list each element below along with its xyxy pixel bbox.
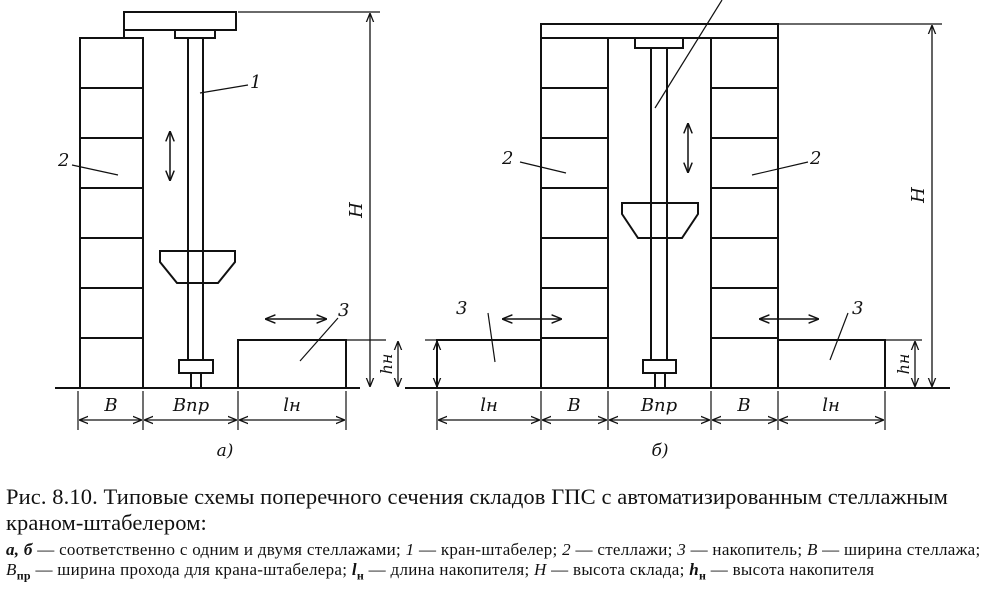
figure-caption: Рис. 8.10. Типовые схемы поперечного сеч… (6, 484, 998, 585)
dim-rack-width-a: B (103, 395, 117, 416)
legend-Bpr-sub: пр (16, 568, 31, 583)
label-store-a: 3 (338, 300, 349, 321)
warehouse-cross-section-diagram: 1 2 3 H B Bпр lн а) (55, 0, 950, 461)
legend-3-text: — накопитель; (686, 540, 807, 559)
legend-1-text: — кран-штабелер; (414, 540, 563, 559)
legend-hn-sub: н (698, 568, 707, 583)
legend-ab: а, б (6, 540, 33, 559)
caption-title: Рис. 8.10. Типовые схемы поперечного сеч… (6, 484, 948, 535)
dim-store-length-a: lн (283, 395, 301, 416)
top-beam-b (540, 23, 779, 39)
top-rail-a (123, 11, 237, 31)
crane-stacker-a (159, 29, 236, 389)
dim-aisle-width-b: Bпр (640, 395, 678, 416)
label-rack-b-right: 2 (809, 148, 821, 169)
legend-ln-text: — длина накопителя; (364, 560, 535, 579)
dim-rack-width-b-right: B (736, 395, 750, 416)
dim-height-a: H (346, 202, 367, 219)
rack-a (79, 37, 144, 389)
label-crane-a: 1 (250, 72, 261, 93)
store-b-left (436, 339, 542, 389)
legend-Bpr: B (6, 560, 17, 579)
rack-b-right (710, 37, 779, 389)
dim-store-length-b-left: lн (480, 395, 498, 416)
legend-hn: h (689, 560, 699, 579)
caption-legend: а, б — соответственно с одним и двумя ст… (6, 540, 998, 585)
label-rack-b-left: 2 (501, 148, 513, 169)
crane-stacker-b (621, 37, 699, 389)
legend-H: H (534, 560, 547, 579)
legend-B-text: — ширина стеллажа; (817, 540, 981, 559)
label-rack-a: 2 (57, 150, 69, 171)
legend-ln-sub: н (356, 568, 365, 583)
legend-1: 1 (405, 540, 415, 559)
legend-2-text: — стеллажи; (570, 540, 678, 559)
dim-store-length-b-right: lн (822, 395, 840, 416)
dim-rack-width-b-left: B (566, 395, 580, 416)
dim-store-height-b: hн (894, 354, 913, 375)
dim-height-b: H (908, 187, 929, 204)
legend-ab-text: — соответственно с одним и двумя стеллаж… (32, 540, 406, 559)
legend-hn-text: — высота накопителя (706, 560, 875, 579)
label-store-b-left: 3 (456, 298, 467, 319)
legend-H-text: — высота склада; (546, 560, 690, 579)
rack-b-left (540, 37, 609, 389)
legend-Bpr-text: — ширина прохода для крана-штабелера; (30, 560, 352, 579)
dim-store-height-a: hн (377, 354, 396, 375)
subfig-label-b: б) (651, 441, 668, 461)
legend-B: B (806, 540, 818, 559)
legend-2: 2 (562, 540, 571, 559)
scheme-a (55, 11, 386, 430)
scheme-b (405, 0, 950, 430)
dim-aisle-width-a: Bпр (172, 395, 210, 416)
subfig-label-a: а) (217, 441, 234, 461)
legend-ln: l (351, 560, 357, 579)
label-store-b-right: 3 (852, 298, 863, 319)
legend-3: 3 (677, 540, 687, 559)
store-a (237, 339, 347, 389)
store-b-right (777, 339, 886, 389)
